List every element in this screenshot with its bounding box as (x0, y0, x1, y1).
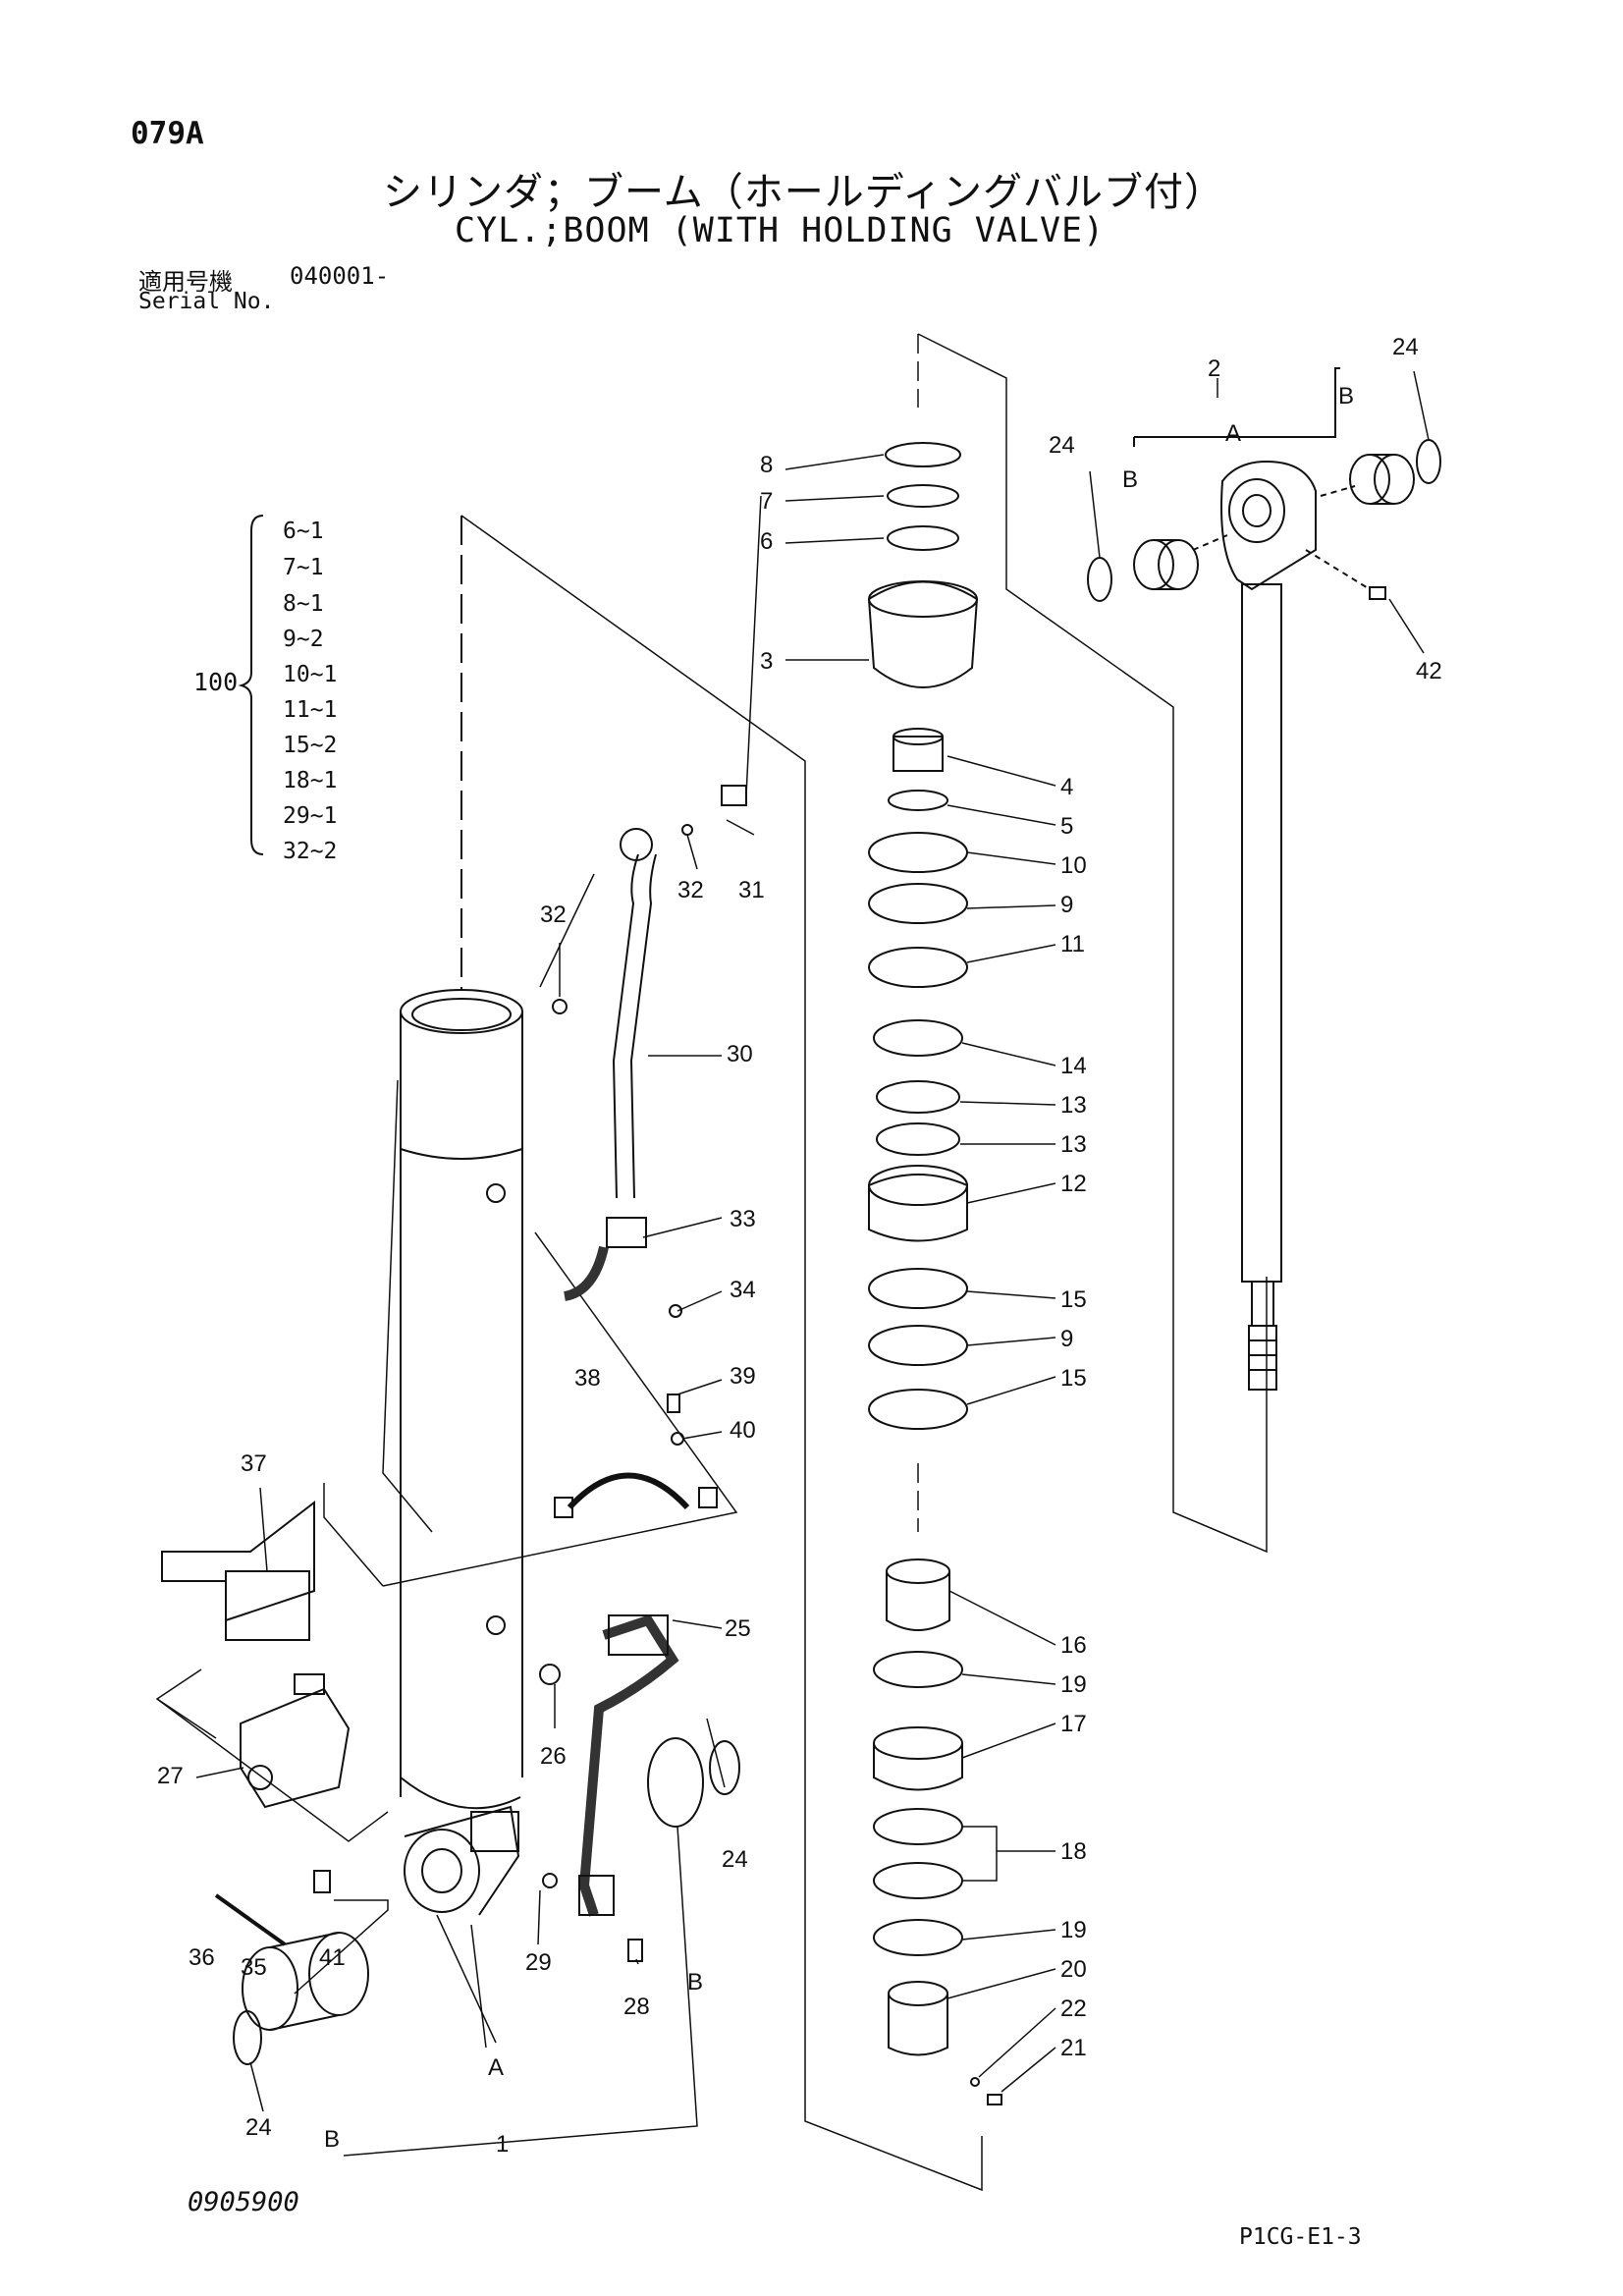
callout-25: 25 (725, 1615, 751, 1642)
callout-27: 27 (157, 1763, 184, 1789)
callout-28: 28 (623, 1994, 650, 2020)
callout-2: 2 (1208, 355, 1221, 382)
serial-label-english: Serial No. (138, 289, 275, 314)
callout-7: 7 (760, 488, 774, 515)
callout-16: 16 (1060, 1632, 1087, 1659)
callout-11: 11 (1060, 931, 1085, 957)
assembly-lines (157, 334, 1267, 2190)
pipes-and-valve (162, 786, 746, 2064)
callout-29: 29 (525, 1949, 552, 1976)
callout-33: 33 (730, 1206, 756, 1232)
serial-value: 040001- (290, 262, 390, 290)
kit-item: 7~1 (283, 555, 324, 580)
callout-30: 30 (727, 1041, 753, 1067)
callout-34: 34 (730, 1277, 756, 1303)
callout-24: 24 (722, 1846, 748, 1873)
kit-item: 29~1 (283, 803, 338, 829)
label-A: A (1225, 420, 1242, 447)
serial-label-japanese: 適用号機 (138, 268, 233, 296)
callout-1: 1 (496, 2131, 510, 2158)
callout-31: 31 (738, 877, 765, 903)
label-B: B (1122, 466, 1139, 493)
kit-bracket (242, 516, 263, 854)
callout-3: 3 (760, 648, 774, 675)
callout-32: 32 (677, 877, 704, 903)
label-B: B (1338, 383, 1355, 410)
title-english: CYL.;BOOM (WITH HOLDING VALVE) (455, 211, 1106, 250)
callout-18: 18 (1060, 1838, 1087, 1865)
callout-32: 32 (540, 902, 567, 928)
label-B: B (687, 1969, 704, 1995)
sheet-code: P1CG-E1-3 (1239, 2224, 1362, 2250)
kit-item: 8~1 (283, 591, 324, 617)
callout-12: 12 (1060, 1171, 1087, 1197)
callout-10: 10 (1060, 852, 1087, 879)
kit-item: 32~2 (283, 839, 338, 864)
callout-9: 9 (1060, 1326, 1074, 1352)
callout-19: 19 (1060, 1671, 1087, 1698)
callout-37: 37 (241, 1450, 267, 1477)
callout-17: 17 (1060, 1711, 1087, 1737)
callout-9: 9 (1060, 892, 1074, 918)
kit-item: 15~2 (283, 733, 338, 758)
label-A: A (488, 2054, 505, 2081)
kit-item: 9~2 (283, 627, 324, 652)
kit-item: 11~1 (283, 697, 338, 723)
piston-rod (1088, 368, 1440, 1390)
callout-38: 38 (574, 1365, 601, 1392)
callout-41: 41 (319, 1944, 346, 1971)
callout-24: 24 (245, 2114, 272, 2141)
callout-6: 6 (760, 528, 774, 555)
callout-4: 4 (1060, 774, 1074, 800)
kit-item: 6~1 (283, 519, 324, 544)
seal-stack (869, 443, 1001, 2105)
label-B: B (324, 2126, 341, 2153)
callout-22: 22 (1060, 1995, 1087, 2022)
callout-42: 42 (1416, 658, 1442, 684)
kit-item: 18~1 (283, 768, 338, 793)
callout-35: 35 (241, 1954, 267, 1981)
callout-15: 15 (1060, 1286, 1087, 1313)
callout-20: 20 (1060, 1956, 1087, 1983)
callout-39: 39 (730, 1363, 756, 1390)
callout-8: 8 (760, 452, 774, 478)
callout-13: 13 (1060, 1092, 1087, 1119)
callout-24: 24 (1392, 334, 1419, 360)
leader-lines (196, 368, 1429, 2111)
callout-26: 26 (540, 1743, 567, 1770)
callout-15: 15 (1060, 1365, 1087, 1392)
callout-5: 5 (1060, 813, 1074, 840)
cylinder-tube (401, 516, 522, 1915)
callout-24: 24 (1049, 432, 1075, 459)
callout-36: 36 (189, 1944, 215, 1971)
callout-13: 13 (1060, 1131, 1087, 1158)
kit-item: 10~1 (283, 662, 338, 687)
title-japanese: シリンダ；ブーム（ホールディングバルブ付） (383, 170, 1224, 215)
callout-19: 19 (1060, 1917, 1087, 1943)
callout-21: 21 (1060, 2035, 1087, 2061)
callout-40: 40 (730, 1417, 756, 1444)
page-code: 079A (131, 116, 204, 151)
kit-id: 100 (193, 668, 239, 696)
callout-14: 14 (1060, 1053, 1087, 1079)
drawing-number: 0905900 (188, 2187, 299, 2217)
